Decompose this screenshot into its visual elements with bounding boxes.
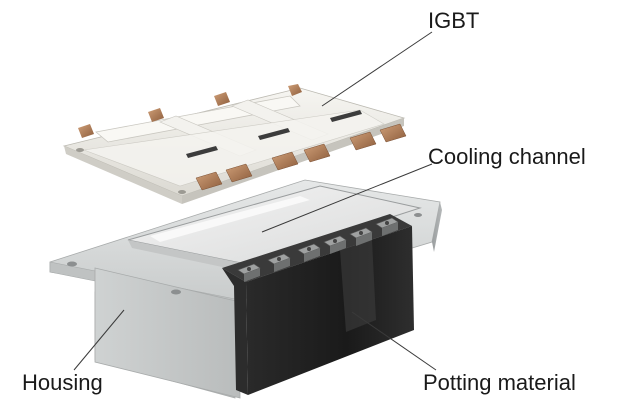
cooling-channel-inner-wall — [128, 240, 246, 272]
potting-left — [222, 268, 248, 395]
igbt-slot — [330, 110, 362, 122]
label-potting-material: Potting material — [423, 370, 576, 395]
igbt-frame-front-wall — [83, 109, 385, 187]
igbt-slot — [186, 146, 218, 158]
cooling-channel-highlight — [150, 196, 310, 242]
mounting-hole — [67, 261, 77, 267]
housing-flange-right — [432, 202, 442, 252]
mounting-hole — [414, 213, 422, 217]
igbt-mounting-hole — [178, 190, 186, 194]
copper-terminal — [303, 143, 331, 163]
copper-terminal — [271, 151, 299, 171]
copper-terminal — [349, 131, 377, 151]
label-housing: Housing — [22, 370, 103, 395]
terminal-block — [375, 217, 399, 236]
igbt-slot — [258, 128, 290, 140]
terminal-block — [297, 243, 321, 262]
terminal-block — [323, 235, 347, 254]
leader-line-igbt — [321, 31, 433, 107]
igbt-module — [62, 84, 407, 204]
copper-terminal — [148, 108, 164, 122]
copper-terminal — [225, 163, 253, 183]
igbt-base-edge — [64, 146, 182, 204]
leader-line-potting-material — [351, 311, 437, 371]
copper-terminal — [214, 92, 230, 106]
housing-block — [49, 179, 442, 399]
potting-terminals — [237, 217, 399, 282]
potting-shine — [340, 240, 376, 332]
copper-terminal — [195, 171, 223, 191]
leader-line-cooling-channel — [261, 163, 433, 233]
copper-terminal — [288, 84, 302, 96]
label-cooling-channel: Cooling channel — [428, 144, 586, 169]
housing-body-front — [94, 267, 241, 399]
leader-line-housing — [73, 309, 125, 371]
cooling-channel-cavity — [127, 185, 422, 265]
igbt-mounting-hole — [76, 148, 84, 152]
copper-terminal — [379, 123, 407, 143]
terminal-block — [267, 253, 291, 272]
label-igbt: IGBT — [428, 8, 480, 33]
terminal-block — [349, 227, 373, 246]
mounting-hole — [171, 289, 181, 295]
leader-lines — [73, 31, 437, 371]
copper-terminal — [78, 124, 94, 138]
terminal-block — [237, 263, 261, 282]
